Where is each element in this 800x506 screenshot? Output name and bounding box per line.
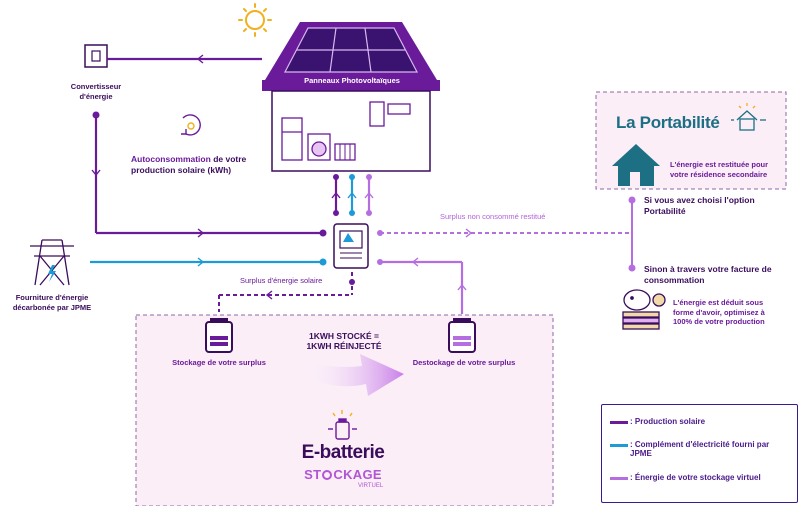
roof-label: Panneaux Photovoltaïques: [304, 76, 400, 85]
meter-icon: [333, 223, 369, 269]
autoconsommation-rest: de votre: [213, 154, 247, 164]
legend-label-complement: : Complément d'électricité fourni par JP…: [630, 440, 770, 458]
avoir-label: L'énergie est déduit sous forme d'avoir,…: [673, 298, 765, 326]
stockage-left: ST: [304, 467, 322, 482]
destockage-label: Destockage de votre surplus: [412, 358, 516, 367]
battery-destockage-icon: [448, 318, 476, 353]
option-portabilite-label: Si vous avez choisi l'option Portabilité: [644, 195, 755, 216]
ebatterie-icon: [328, 410, 357, 440]
kwh-line2: 1KWH RÉINJECTÉ: [306, 341, 382, 351]
legend-item-stockage: : Énergie de votre stockage virtuel: [610, 473, 761, 482]
autoconsommation-label: Autoconsommation de votre production sol…: [131, 154, 271, 176]
kwh-line1: 1KWH STOCKÉ =: [309, 331, 379, 341]
supply-label: Fourniture d'énergie décarbonée par JPME: [12, 293, 92, 312]
ebatterie-title: E-batterie: [301, 442, 385, 463]
autoconsommation-bold: Autoconsommation: [131, 154, 211, 164]
lightning-icon: [48, 265, 56, 282]
legend-swatch-production: [610, 421, 628, 424]
converter-icon: [84, 44, 108, 68]
sun-icon: [238, 3, 272, 37]
stockage-o-icon: [322, 470, 333, 480]
portabilite-text: L'énergie est restituée pour votre résid…: [670, 160, 769, 179]
kwh-text: 1KWH STOCKÉ = 1KWH RÉINJECTÉ: [304, 331, 384, 351]
portabilite-house-icon: [612, 144, 660, 186]
legend-item-complement: : Complément d'électricité fourni par JP…: [610, 440, 788, 458]
portabilite-title: La Portabilité: [616, 113, 720, 132]
ebatterie-virtuel: VIRTUEL: [358, 483, 384, 489]
legend: : Production solaire : Complément d'élec…: [601, 404, 798, 503]
legend-label-production: : Production solaire: [630, 417, 706, 426]
converter-label: Convertisseur d'énergie: [70, 82, 122, 101]
ebatterie-stockage: ST CKAGE: [290, 467, 396, 482]
stockage-label: Stockage de votre surplus: [172, 358, 266, 367]
stockage-right: CKAGE: [333, 467, 382, 482]
house-icon: [262, 22, 440, 172]
autoconsommation-line2: production solaire (kWh): [131, 165, 232, 175]
surplus-restitue-label: Surplus non consommé restitué: [440, 212, 546, 221]
legend-label-stockage: : Énergie de votre stockage virtuel: [630, 473, 761, 482]
piggy-bank-icon: [622, 289, 666, 330]
facture-label: Sinon à travers votre facture de consomm…: [644, 264, 772, 285]
legend-item-production: : Production solaire: [610, 417, 705, 426]
legend-swatch-complement: [610, 444, 628, 447]
surplus-solaire-label: Surplus d'énergie solaire: [240, 276, 323, 285]
battery-storage-icon: [205, 318, 233, 353]
autoconsommation-icon: [181, 114, 201, 136]
pylon-icon: [30, 239, 74, 286]
big-transfer-arrow: [300, 354, 404, 396]
portabilite-small-house-icon: [731, 103, 766, 131]
legend-swatch-stockage: [610, 477, 628, 480]
